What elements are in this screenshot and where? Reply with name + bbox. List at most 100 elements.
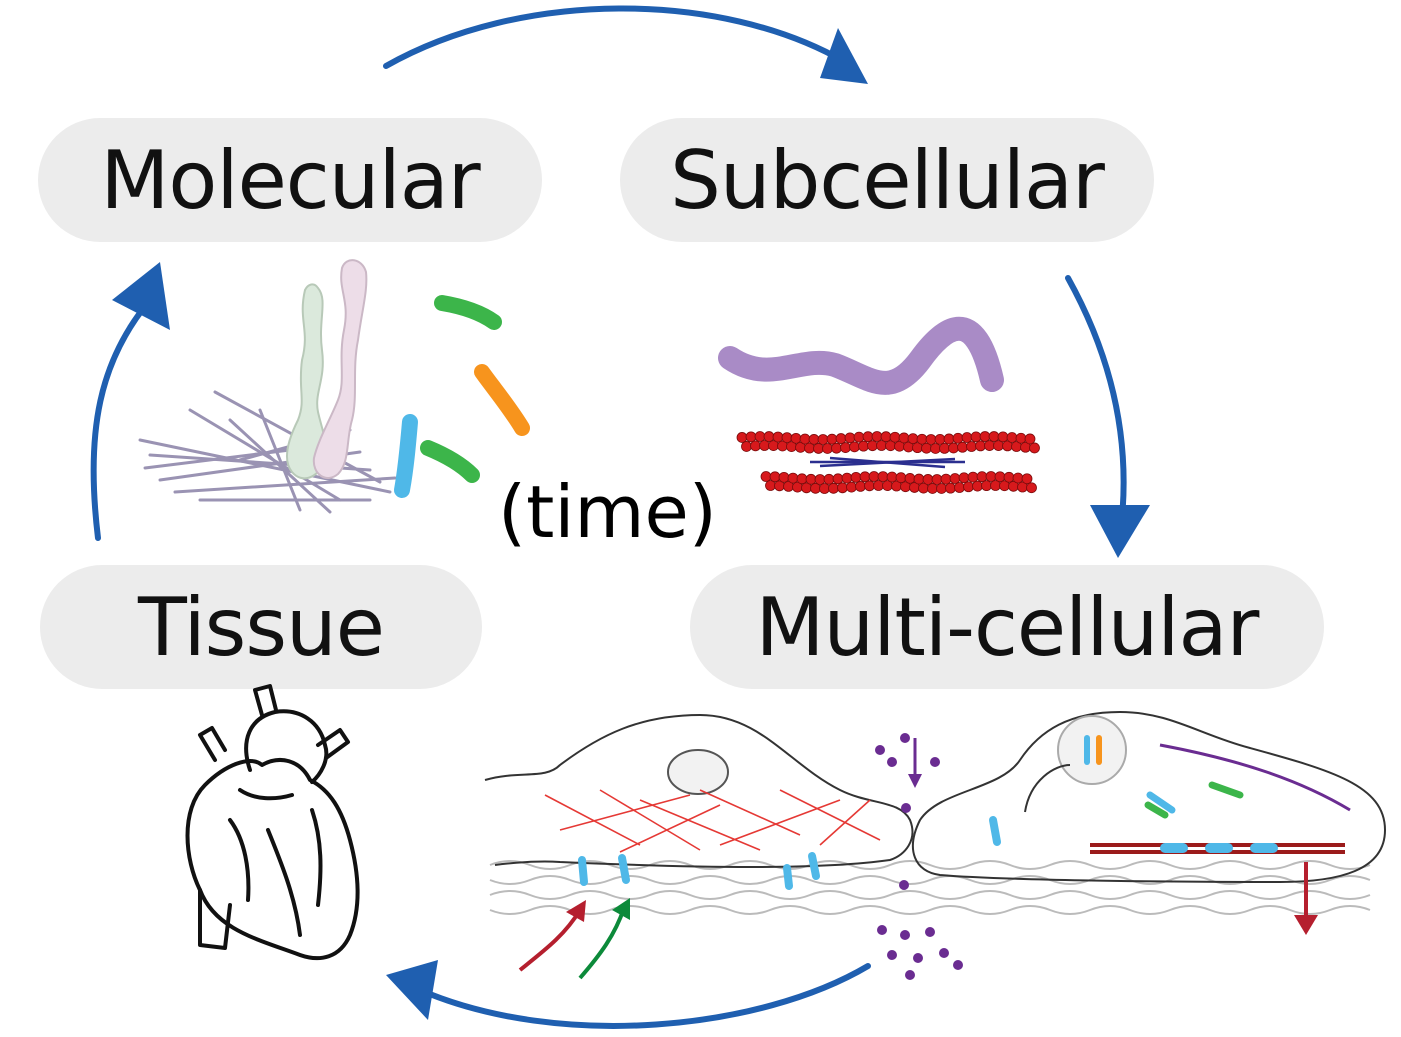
arrow-subcellular-to-multicellular [1065,275,1127,521]
molecular-text: Molecular [100,133,480,227]
actin-bead [958,472,970,484]
arrowhead-top [820,28,868,84]
actin-bead [772,431,784,443]
cortical-filament [1159,743,1351,812]
cycle-arrows [90,5,1127,1029]
stress-fibres [544,789,881,853]
actin-bead [805,473,817,485]
actin-filament-bottom [760,471,1037,494]
actin-bead [810,482,821,494]
actin-bead [922,474,934,485]
actin-bead [1029,442,1040,454]
actin-bead [927,483,938,494]
cell-right-outline [911,710,1387,884]
multicellular-text: Multi-cellular [755,580,1260,674]
tissue-label: Tissue [40,565,482,689]
actin-bead [796,473,808,485]
green-force-arrow [578,907,626,980]
actin-bead [859,471,871,483]
actin-bead [945,482,956,494]
actin-bead [754,431,766,442]
cell-right-nucleus [1057,715,1127,785]
actin-bead [846,481,857,493]
actin-bead [867,440,878,452]
cytoplasm-blue-protein [1146,791,1176,814]
actin-bead [939,442,950,454]
actin-bead [963,481,974,493]
heart-detail-2 [310,808,323,907]
actin-bead [850,471,862,483]
actin-bead [940,473,952,485]
heart-septum [266,828,302,937]
actin-bead [985,471,997,482]
arrow-tissue-to-molecular [90,297,153,541]
actin-bead [957,441,968,453]
actin-bead [844,432,856,444]
actin-bead [799,433,811,445]
actin-bead [1015,432,1027,444]
actin-bead [952,432,964,444]
actin-bead [745,431,757,443]
actin-bead [975,440,986,452]
red-traction-arrowhead [1294,915,1318,935]
actin-bead [736,432,748,443]
actin-bead [988,431,1000,442]
subcellular-text: Subcellular [670,133,1105,227]
red-force-arrowhead [566,900,586,922]
actin-bead [895,472,907,484]
actin-bead [741,441,752,452]
actin-bead [750,440,761,452]
actin-filament-top [736,431,1040,454]
actomyosin-bundle [1090,843,1345,854]
green-molecule-top [434,295,502,330]
ecm-fibres [138,390,397,514]
actin-bead [831,442,842,454]
subcellular-label: Subcellular [620,118,1154,242]
heart-detail-3 [238,788,294,801]
actin-bead [907,433,919,445]
actin-bead [822,443,833,454]
actin-bead [916,433,928,445]
actin-bead [813,443,824,454]
arrowhead-left [112,262,170,330]
actin-bead [1012,472,1024,484]
multicellular-label: Multi-cellular [690,565,1324,689]
junction-blue-protein [989,816,1001,846]
actin-bead [976,471,988,483]
actin-bead [1006,432,1018,443]
actin-bead [817,434,829,445]
actin-bead [889,431,901,443]
actin-bead [970,431,982,443]
actin-bead [868,471,880,482]
extracellular-matrix [489,860,1371,915]
actin-bead [862,431,874,443]
actin-bead [864,480,875,492]
blue-molecule [394,414,418,498]
subcellular-illustration [718,316,1040,494]
cytoplasm-green-protein-2 [1208,781,1244,799]
integrin-beta [312,259,368,479]
actin-bead [949,473,961,484]
actin-bead [790,432,802,444]
actin-bead [849,441,860,453]
cytoplasm-green-protein [1144,801,1169,819]
actin-bead [1021,473,1033,485]
heart-vein [198,888,232,950]
actin-bead [781,432,793,444]
actin-bead [925,434,937,445]
actin-bead [961,432,973,443]
actin-bead [769,471,781,483]
actin-bead [841,472,853,484]
red-force-arrow [518,908,582,972]
actin-bead [979,431,991,442]
heart-aorta [244,709,329,784]
actin-bead [814,474,826,485]
actin-bead [972,480,983,492]
actin-bead [778,471,790,483]
molecular-label: Molecular [38,118,542,242]
actin-bead [840,442,851,453]
actin-bead [967,471,979,483]
actin-bead [823,473,835,485]
cell-left-outline [484,713,914,868]
